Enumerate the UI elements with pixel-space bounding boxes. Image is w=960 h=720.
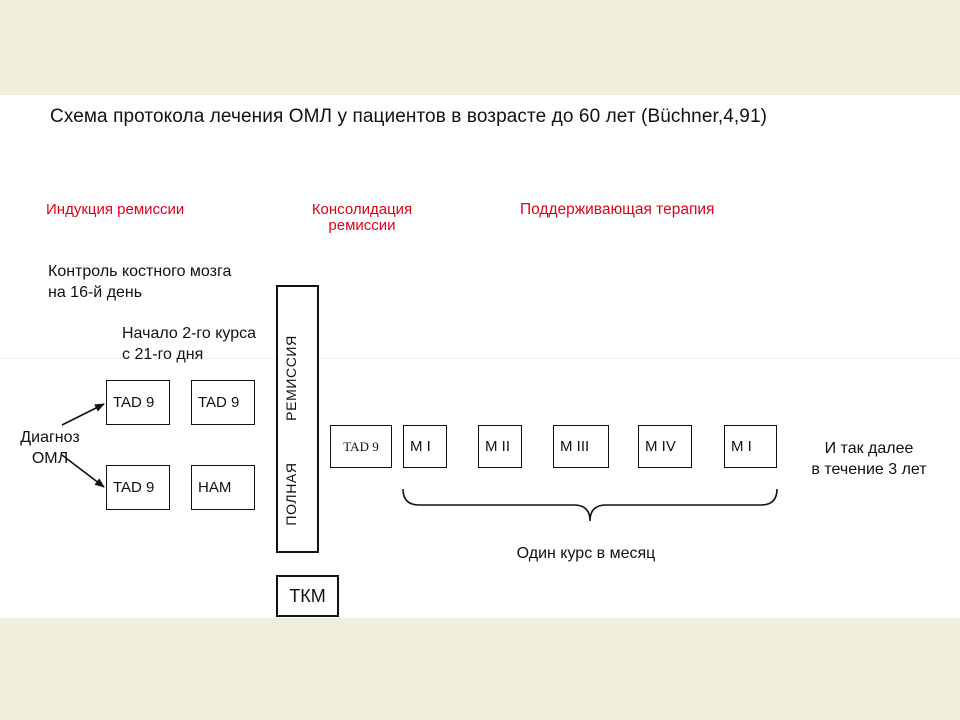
phase-label-maintenance: Поддерживающая терапия	[520, 201, 715, 218]
phase-label-consolidation-line2: ремиссии	[328, 217, 396, 234]
note-second-course-line2: с 21-го дня	[122, 346, 204, 363]
slide-panel	[0, 95, 960, 618]
remission-box-label-part1: ПОЛНАЯ	[283, 462, 299, 526]
maintenance-box-3: M III	[553, 425, 609, 468]
note-marrow-check: Контроль костного мозга на 16-й день	[48, 261, 231, 303]
note-and-so-on: И так далее в течение 3 лет	[798, 438, 940, 480]
induction-box-bottom-first: TAD 9	[106, 465, 170, 510]
note-marrow-check-line1: Контроль костного мозга	[48, 263, 232, 280]
phase-label-consolidation-line1: Консолидация	[311, 201, 413, 218]
consolidation-box: TAD 9	[330, 425, 392, 468]
note-diagnosis-line1: Диагноз	[20, 429, 80, 446]
induction-box-top-first: TAD 9	[106, 380, 170, 425]
transplant-box: ТКМ	[276, 575, 339, 617]
maintenance-box-4: M IV	[638, 425, 692, 468]
note-and-so-on-line2: в течение 3 лет	[811, 461, 927, 478]
induction-box-bottom-second: HAM	[191, 465, 255, 510]
note-marrow-check-line2: на 16-й день	[48, 284, 143, 301]
note-one-course-per-month: Один курс в месяц	[516, 545, 656, 562]
scan-seam	[0, 358, 960, 359]
diagram-title: Схема протокола лечения ОМЛ у пациентов …	[50, 106, 768, 127]
maintenance-box-2: M II	[478, 425, 522, 468]
note-second-course: Начало 2-го курса с 21-го дня	[122, 323, 256, 365]
maintenance-box-5: M I	[724, 425, 777, 468]
complete-remission-box	[276, 285, 319, 553]
note-diagnosis-line2: ОМЛ	[31, 450, 69, 467]
phase-label-induction: Индукция ремиссии	[46, 201, 185, 218]
note-second-course-line1: Начало 2-го курса	[122, 325, 257, 342]
note-and-so-on-line1: И так далее	[824, 440, 914, 457]
maintenance-box-1: M I	[403, 425, 447, 468]
note-diagnosis: Диагноз ОМЛ	[10, 427, 90, 469]
phase-label-consolidation: Консолидация ремиссии	[292, 202, 432, 234]
remission-box-label-part2: РЕМИССИЯ	[283, 335, 299, 421]
induction-box-top-second: TAD 9	[191, 380, 255, 425]
